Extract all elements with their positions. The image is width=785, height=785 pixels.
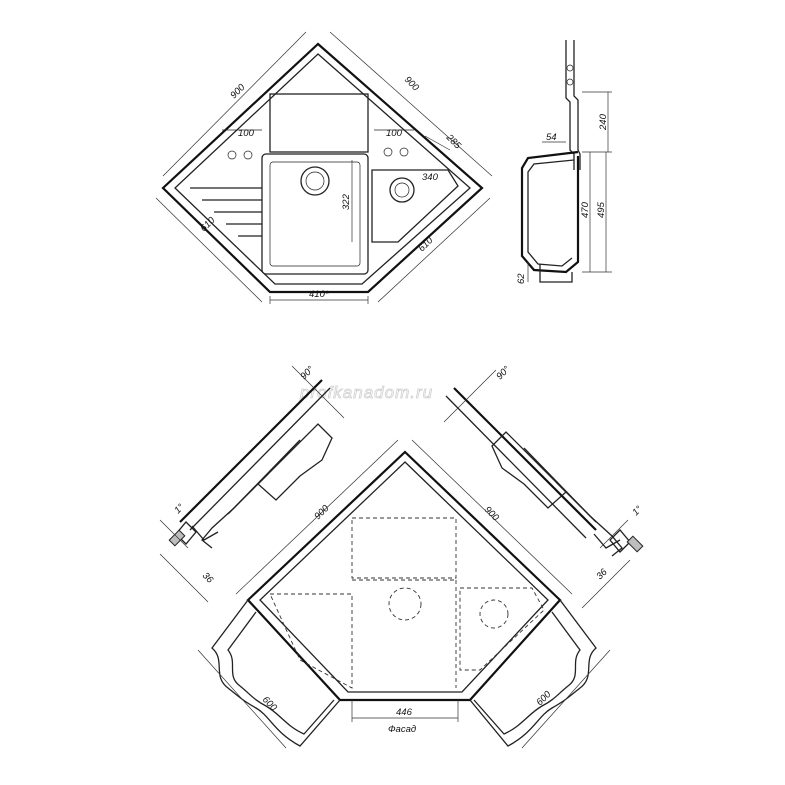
hidden-drain-small (479, 599, 509, 629)
small-drain (389, 177, 415, 203)
dim-240: 240 (598, 113, 609, 131)
dim-610-left: 610 (198, 215, 217, 234)
dim-900-install-right: 900 (482, 504, 501, 523)
hidden-outline (269, 593, 353, 689)
dim-600-left: 600 (260, 694, 279, 713)
main-bowl (261, 153, 369, 275)
sink-outline (161, 42, 484, 294)
angle-90-left: 90° (298, 364, 316, 382)
dim-600-right: 600 (534, 689, 553, 708)
rim-36-right: 36 (594, 566, 610, 582)
section-right: 90° 1° 36 (443, 364, 645, 609)
dim-410: 410* (309, 289, 329, 300)
top-view: 900 900 100 100 285 340 322 610 610 410* (155, 31, 493, 304)
dim-100-right: 100 (386, 128, 403, 139)
rim-36-left: 36 (200, 570, 216, 586)
cabinet-right (469, 599, 597, 747)
dim-100-left: 100 (238, 128, 255, 139)
dim-322: 322 (341, 193, 352, 210)
small-bowl (371, 169, 459, 243)
dim-900-right: 900 (402, 74, 421, 93)
tap-hole-icon (227, 150, 237, 160)
cabinet-top (246, 450, 562, 702)
dim-62: 62 (516, 273, 527, 284)
dim-900-left: 900 (228, 82, 247, 101)
watermark: profkanadom.ru (299, 383, 433, 402)
facade-label: Фасад (388, 724, 416, 735)
side-view: 240 54 470 495 62 (516, 40, 612, 284)
dim-340: 340 (422, 172, 439, 183)
dim-470: 470 (580, 201, 591, 218)
dim-54: 54 (546, 132, 557, 143)
drainer-tray (269, 93, 369, 153)
dim-446: 446 (396, 707, 413, 718)
drainboard-grooves (190, 187, 262, 237)
dim-495: 495 (596, 201, 607, 218)
tilt-1-left: 1° (172, 502, 186, 516)
angle-90-right: 90° (494, 364, 512, 382)
cabinet-left (211, 599, 341, 747)
sink-rim (174, 53, 471, 285)
hidden-drain-main (388, 587, 422, 621)
hidden-tray (351, 517, 457, 579)
tilt-1-right: 1° (630, 504, 644, 518)
dim-285: 285 (443, 132, 463, 152)
main-drain (300, 166, 330, 196)
